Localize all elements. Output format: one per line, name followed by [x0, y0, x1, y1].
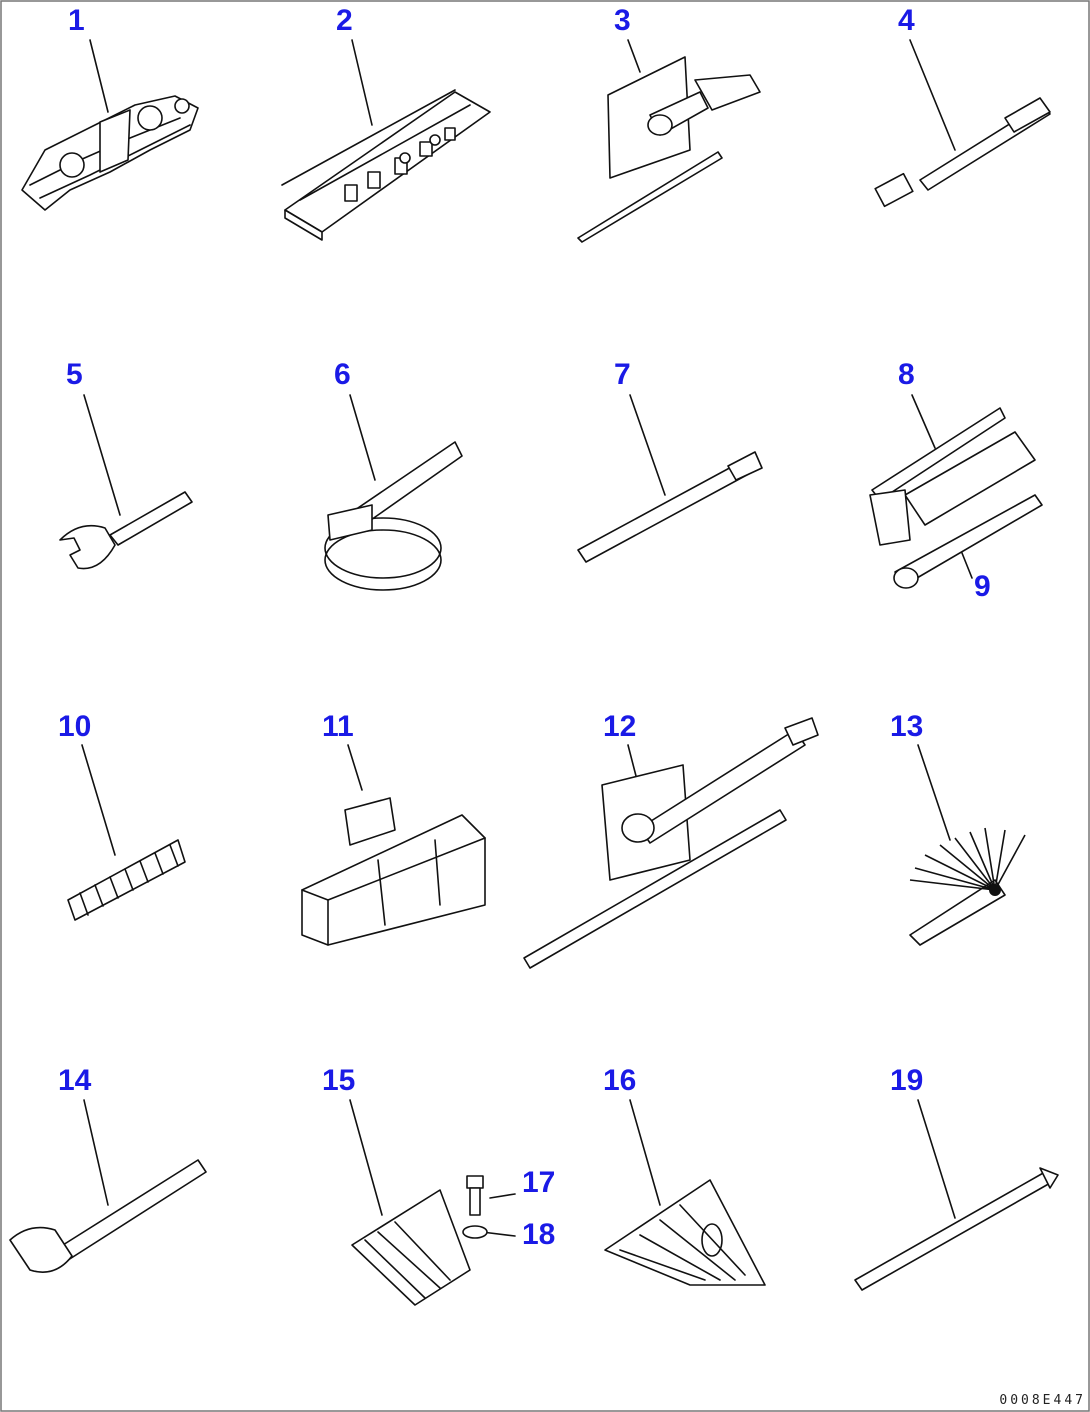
- callout-15: 15: [322, 1064, 356, 1097]
- drawing-code: 0008E447: [999, 1393, 1086, 1408]
- part-11-tool-bag: [301, 797, 486, 946]
- part-6-filter-wrench: [324, 441, 463, 591]
- part-4-extension-bar: [874, 97, 1051, 208]
- leader-lines: [81, 39, 973, 1237]
- part-16-wheel-chock: [604, 1179, 766, 1286]
- callout-17: 17: [522, 1166, 556, 1199]
- part-2-socket-case: [281, 89, 491, 241]
- part-13-feeler-gauge: [909, 827, 1026, 946]
- part-14-hammer: [9, 1159, 207, 1273]
- callout-3: 3: [614, 4, 631, 37]
- callout-12: 12: [603, 710, 637, 743]
- part-1-wrench-set: [21, 95, 199, 211]
- part-18-washer: [462, 1225, 488, 1239]
- callout-9: 9: [974, 570, 991, 603]
- callout-4: 4: [898, 4, 915, 37]
- part-12-socket-wrench: [523, 717, 819, 969]
- part-19-pry-bar: [854, 1167, 1059, 1291]
- callout-10: 10: [58, 710, 92, 743]
- part-8-grease-gun: [869, 407, 1036, 546]
- part-5-wrench: [59, 491, 193, 570]
- part-17-bolt: [466, 1175, 484, 1216]
- callout-14: 14: [58, 1064, 92, 1097]
- callout-1: 1: [68, 4, 85, 37]
- part-10-spring: [67, 839, 186, 921]
- callout-19: 19: [890, 1064, 924, 1097]
- part-15-bracket: [351, 1189, 471, 1306]
- part-9-nozzle: [893, 494, 1043, 589]
- callout-16: 16: [603, 1064, 637, 1097]
- callout-5: 5: [66, 358, 83, 391]
- callout-18: 18: [522, 1218, 556, 1251]
- callout-11: 11: [322, 710, 354, 743]
- callout-2: 2: [336, 4, 353, 37]
- part-7-bar: [577, 451, 763, 563]
- part-3-box-wrench: [577, 56, 761, 243]
- callout-6: 6: [334, 358, 351, 391]
- callout-7: 7: [614, 358, 631, 391]
- callout-13: 13: [890, 710, 924, 743]
- callout-8: 8: [898, 358, 915, 391]
